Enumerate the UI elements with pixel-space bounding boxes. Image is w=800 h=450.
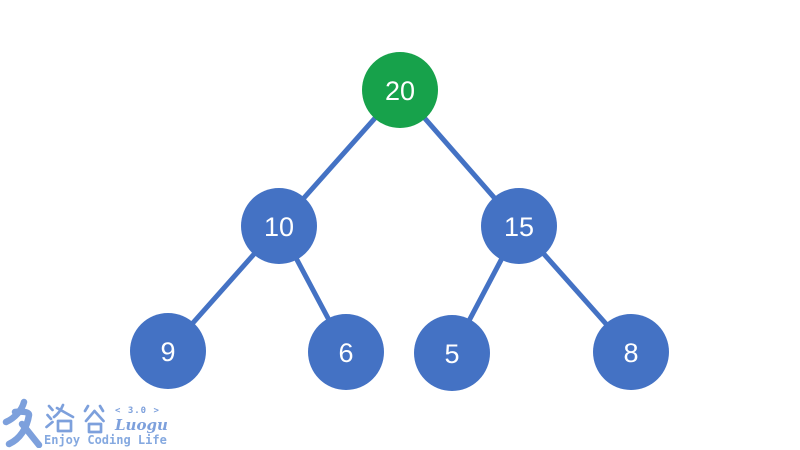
luogu-cn-wordmark [45,403,105,434]
luogu-version-block: < 3.0 > Luogu [115,406,168,434]
luogu-logo-icon [2,398,43,448]
node-circle-9 [130,313,206,389]
tree-edges [166,88,633,355]
tree-node-9: 9 [130,313,206,389]
tree-node-8: 8 [593,314,669,390]
node-label-10: 10 [264,212,294,242]
tree-node-root-20: 20 [362,52,438,128]
luogu-tagline: Enjoy Coding Life [44,433,167,447]
node-circle-8 [593,314,669,390]
tree-node-6: 6 [308,314,384,390]
node-label-9: 9 [160,337,175,367]
node-label-8: 8 [623,338,638,368]
luogu-version-label: < 3.0 > [115,406,160,416]
node-circle-15 [481,188,557,264]
luogu-en-wordmark: Luogu [115,416,168,434]
luogu-watermark: < 3.0 > Luogu Enjoy Coding Life [0,396,190,450]
node-circle-6 [308,314,384,390]
node-label-20: 20 [385,76,415,106]
tree-node-5: 5 [414,315,490,391]
tree-node-15: 15 [481,188,557,264]
tree-node-10: 10 [241,188,317,264]
node-label-6: 6 [338,338,353,368]
node-label-15: 15 [504,212,534,242]
node-circle-10 [241,188,317,264]
node-label-5: 5 [444,339,459,369]
node-circle-20 [362,52,438,128]
node-circle-5 [414,315,490,391]
